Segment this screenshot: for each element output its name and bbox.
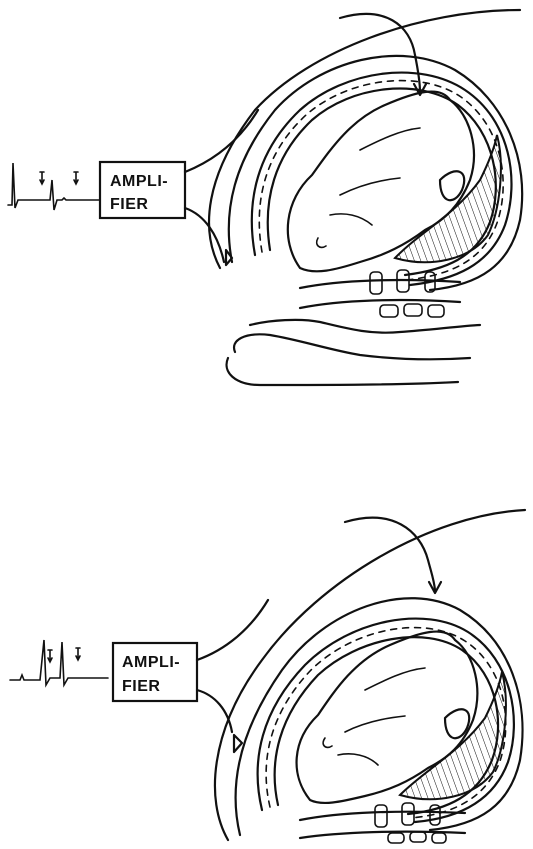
amplifier-box: AMPLI- FIER: [100, 162, 185, 218]
top-diagram-panel: AMPLI- FIER: [0, 0, 533, 400]
electrode-lead-upper: [197, 600, 268, 660]
fetus-head-detail: [317, 238, 326, 247]
maternal-spine-upper: [300, 280, 460, 288]
buttock-outline: [227, 358, 458, 385]
pelvis-outline: [250, 320, 480, 333]
maternal-abdomen-outline: [215, 510, 525, 840]
bottom-diagram-panel: AMPLI- FIER: [0, 500, 533, 849]
amplifier-label-line1: AMPLI-: [122, 654, 180, 671]
fetus-limb-lines: [338, 668, 425, 765]
amplifier-label-line2: FIER: [110, 196, 148, 213]
amplifier-box: AMPLI- FIER: [113, 643, 197, 701]
bottom-diagram: AMPLI- FIER: [0, 500, 533, 849]
ecg-trace: [10, 640, 108, 685]
ecg-markers: [40, 172, 78, 184]
electrode-lead-lower: [185, 208, 224, 262]
placenta: [395, 135, 501, 262]
fetus-limb-lines: [330, 128, 420, 225]
top-diagram: AMPLI- FIER: [0, 0, 533, 400]
ecg-markers: [48, 648, 80, 662]
vertebrae: [370, 270, 444, 317]
uterine-wall-outer: [252, 73, 512, 285]
ecg-trace: [8, 163, 100, 210]
thigh-outline: [234, 334, 470, 359]
signal-arrow: [345, 518, 435, 590]
fetal-limb: [440, 171, 464, 200]
amplifier-label-line1: AMPLI-: [110, 173, 168, 190]
electrode-marker: [234, 735, 242, 752]
fetus-head-detail: [323, 738, 332, 747]
amplifier-label-line2: FIER: [122, 678, 160, 695]
